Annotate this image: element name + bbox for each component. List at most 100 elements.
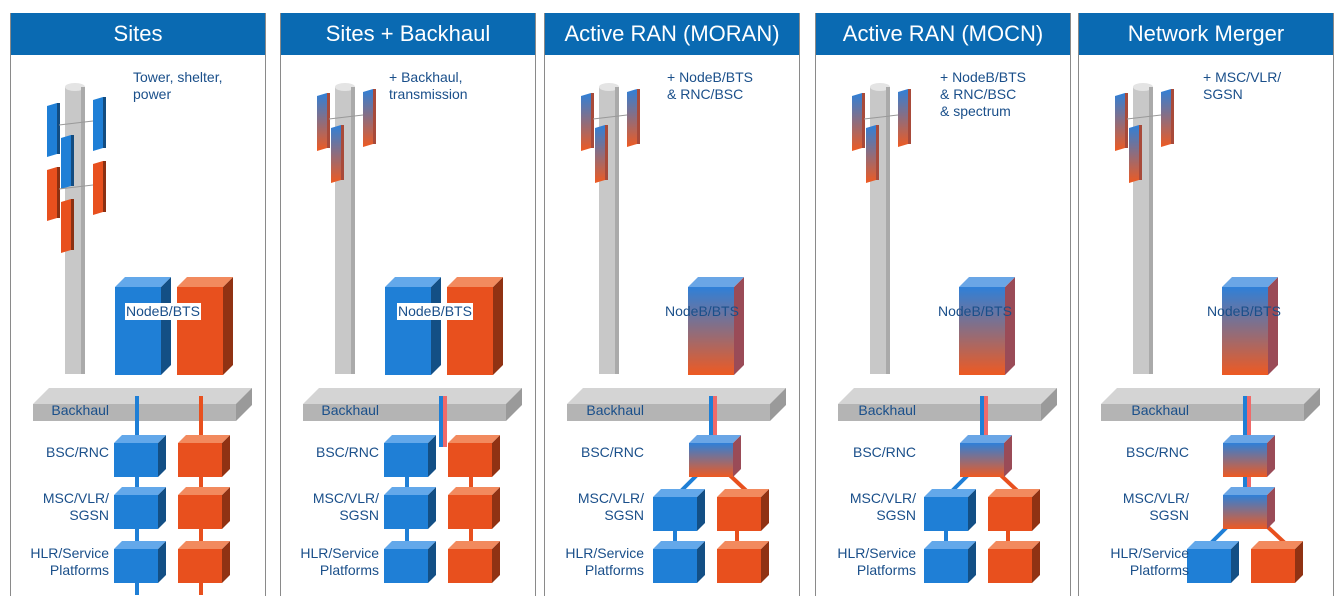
antenna-shared xyxy=(595,125,608,183)
msc-vlr-sgsn-label: MSC/VLR/ SGSN xyxy=(1122,490,1189,523)
nodeb-cabinet-shared-top xyxy=(1222,277,1278,287)
hlr-service-platforms-node-orange-top xyxy=(717,541,769,549)
hlr-service-platforms-node-blue xyxy=(114,541,166,583)
nodeb-cabinet-shared-front xyxy=(1222,287,1268,375)
hlr-service-platforms-node-orange-front xyxy=(448,549,492,583)
hlr-service-platforms-node-orange xyxy=(448,541,500,583)
hlr-service-platforms-node-blue-top xyxy=(384,541,436,549)
antenna-blue xyxy=(93,97,106,151)
msc-vlr-sgsn-node-blue-side xyxy=(968,489,976,531)
antenna-shared-edge xyxy=(876,125,879,180)
hlr-service-platforms-node-orange-side xyxy=(1032,541,1040,583)
platform-front xyxy=(838,404,1041,421)
bsc-rnc-node-shared-top xyxy=(1223,435,1275,443)
nodeb-label: NodeB/BTS xyxy=(125,303,201,320)
antenna-shared-face xyxy=(363,89,373,147)
msc-vlr-sgsn-node-orange-top xyxy=(178,487,230,495)
platform-front xyxy=(1101,404,1304,421)
antenna-mount xyxy=(328,114,364,120)
nodeb-cabinet-blue-top xyxy=(115,277,171,287)
nodeb-cabinet-orange-top xyxy=(177,277,233,287)
platform-side xyxy=(770,388,786,421)
msc-vlr-sgsn-node-orange-front xyxy=(448,495,492,529)
hlr-service-platforms-node-orange-front xyxy=(988,549,1032,583)
antenna-shared-face xyxy=(852,93,862,151)
bsc-rnc-node-shared xyxy=(960,435,1012,477)
msc-vlr-sgsn-node-orange-front xyxy=(717,497,761,531)
tower-pole-shade xyxy=(351,87,355,374)
hlr-service-platforms-node-blue xyxy=(384,541,436,583)
panel-header: Network Merger xyxy=(1079,13,1333,55)
antenna-blue-face xyxy=(93,97,103,151)
nodeb-cabinet-shared-side xyxy=(1268,277,1278,375)
tower-pole-shade xyxy=(1149,87,1153,374)
nodeb-cabinet-orange-front xyxy=(447,287,493,375)
nodeb-label: NodeB/BTS xyxy=(397,303,473,320)
antenna-shared-edge xyxy=(908,89,911,144)
antenna-shared-face xyxy=(1115,93,1125,151)
platform-side xyxy=(236,388,252,421)
bsc-rnc-label: BSC/RNC xyxy=(1125,444,1189,460)
bsc-rnc-node-shared-front xyxy=(960,443,1004,477)
msc-vlr-sgsn-node-blue-front xyxy=(114,495,158,529)
antenna-shared-edge xyxy=(605,125,608,180)
tower-pole-top xyxy=(65,83,85,91)
nodeb-cabinet-shared xyxy=(959,277,1015,375)
bsc-rnc-node-blue-side xyxy=(158,435,166,477)
msc-vlr-sgsn-node-orange xyxy=(178,487,230,529)
bsc-rnc-node-shared-top xyxy=(689,435,741,443)
hlr-service-platforms-node-orange xyxy=(988,541,1040,583)
antenna-shared-face xyxy=(1161,89,1171,147)
platform-top xyxy=(1101,388,1320,404)
bsc-rnc-node-orange-front xyxy=(178,443,222,477)
msc-vlr-sgsn-node-blue-side xyxy=(158,487,166,529)
tower-pole-top xyxy=(870,83,890,91)
antenna-orange-face xyxy=(61,199,71,253)
bsc-rnc-node-blue xyxy=(384,435,436,477)
tower-pole-shade xyxy=(615,87,619,374)
backhaul-label: Backhaul xyxy=(321,402,379,418)
bsc-rnc-label: BSC/RNC xyxy=(315,444,379,460)
bsc-rnc-node-shared-top xyxy=(960,435,1012,443)
nodeb-cabinet-blue-front xyxy=(115,287,161,375)
msc-vlr-sgsn-node-orange xyxy=(448,487,500,529)
msc-vlr-sgsn-node-blue-top xyxy=(384,487,436,495)
antenna-shared-face xyxy=(317,93,327,151)
nodeb-cabinet-orange-front xyxy=(177,287,223,375)
bsc-rnc-label: BSC/RNC xyxy=(580,444,644,460)
bsc-rnc-label: BSC/RNC xyxy=(45,444,109,460)
bsc-rnc-node-shared xyxy=(1223,435,1275,477)
antenna-orange-face xyxy=(93,161,103,215)
antenna-blue-face xyxy=(61,135,71,189)
hlr-service-platforms-node-orange-side xyxy=(1295,541,1303,583)
platform-top xyxy=(303,388,522,404)
nodeb-cabinet-blue-side xyxy=(431,277,441,375)
antenna-orange-edge xyxy=(57,167,60,218)
nodeb-cabinet-orange-side xyxy=(493,277,503,375)
nodeb-label: NodeB/BTS xyxy=(1207,303,1281,319)
msc-vlr-sgsn-node-blue-top xyxy=(114,487,166,495)
bsc-rnc-node-orange-front xyxy=(448,443,492,477)
hlr-service-platforms-node-orange-top xyxy=(178,541,230,549)
antenna-shared xyxy=(331,125,344,183)
nodeb-cabinet-orange-side xyxy=(223,277,233,375)
hlr-service-platforms-node-blue xyxy=(924,541,976,583)
bsc-rnc-node-shared-front xyxy=(689,443,733,477)
antenna-blue xyxy=(47,103,60,157)
panel-header: Active RAN (MOCN) xyxy=(816,13,1070,55)
panel-network-merger: Network Merger + MSC/VLR/ SGSN NodeB/BTS… xyxy=(1078,13,1334,596)
hlr-service-platforms-node-blue-front xyxy=(1187,549,1231,583)
msc-vlr-sgsn-node-shared xyxy=(1223,487,1275,529)
panel-diagram xyxy=(33,83,252,595)
msc-vlr-sgsn-label: MSC/VLR/ SGSN xyxy=(849,490,916,523)
msc-vlr-sgsn-node-shared-top xyxy=(1223,487,1275,495)
bsc-rnc-node-shared-side xyxy=(733,435,741,477)
hlr-service-platforms-node-orange-front xyxy=(1251,549,1295,583)
hlr-service-platforms-node-orange-top xyxy=(1251,541,1303,549)
hlr-service-platforms-label: HLR/Service Platforms xyxy=(300,545,379,578)
antenna-blue-edge xyxy=(103,97,106,148)
core-nodes xyxy=(924,435,1040,583)
antenna-shared xyxy=(852,93,865,151)
bsc-rnc-node-blue xyxy=(114,435,166,477)
antenna-shared-edge xyxy=(1139,125,1142,180)
